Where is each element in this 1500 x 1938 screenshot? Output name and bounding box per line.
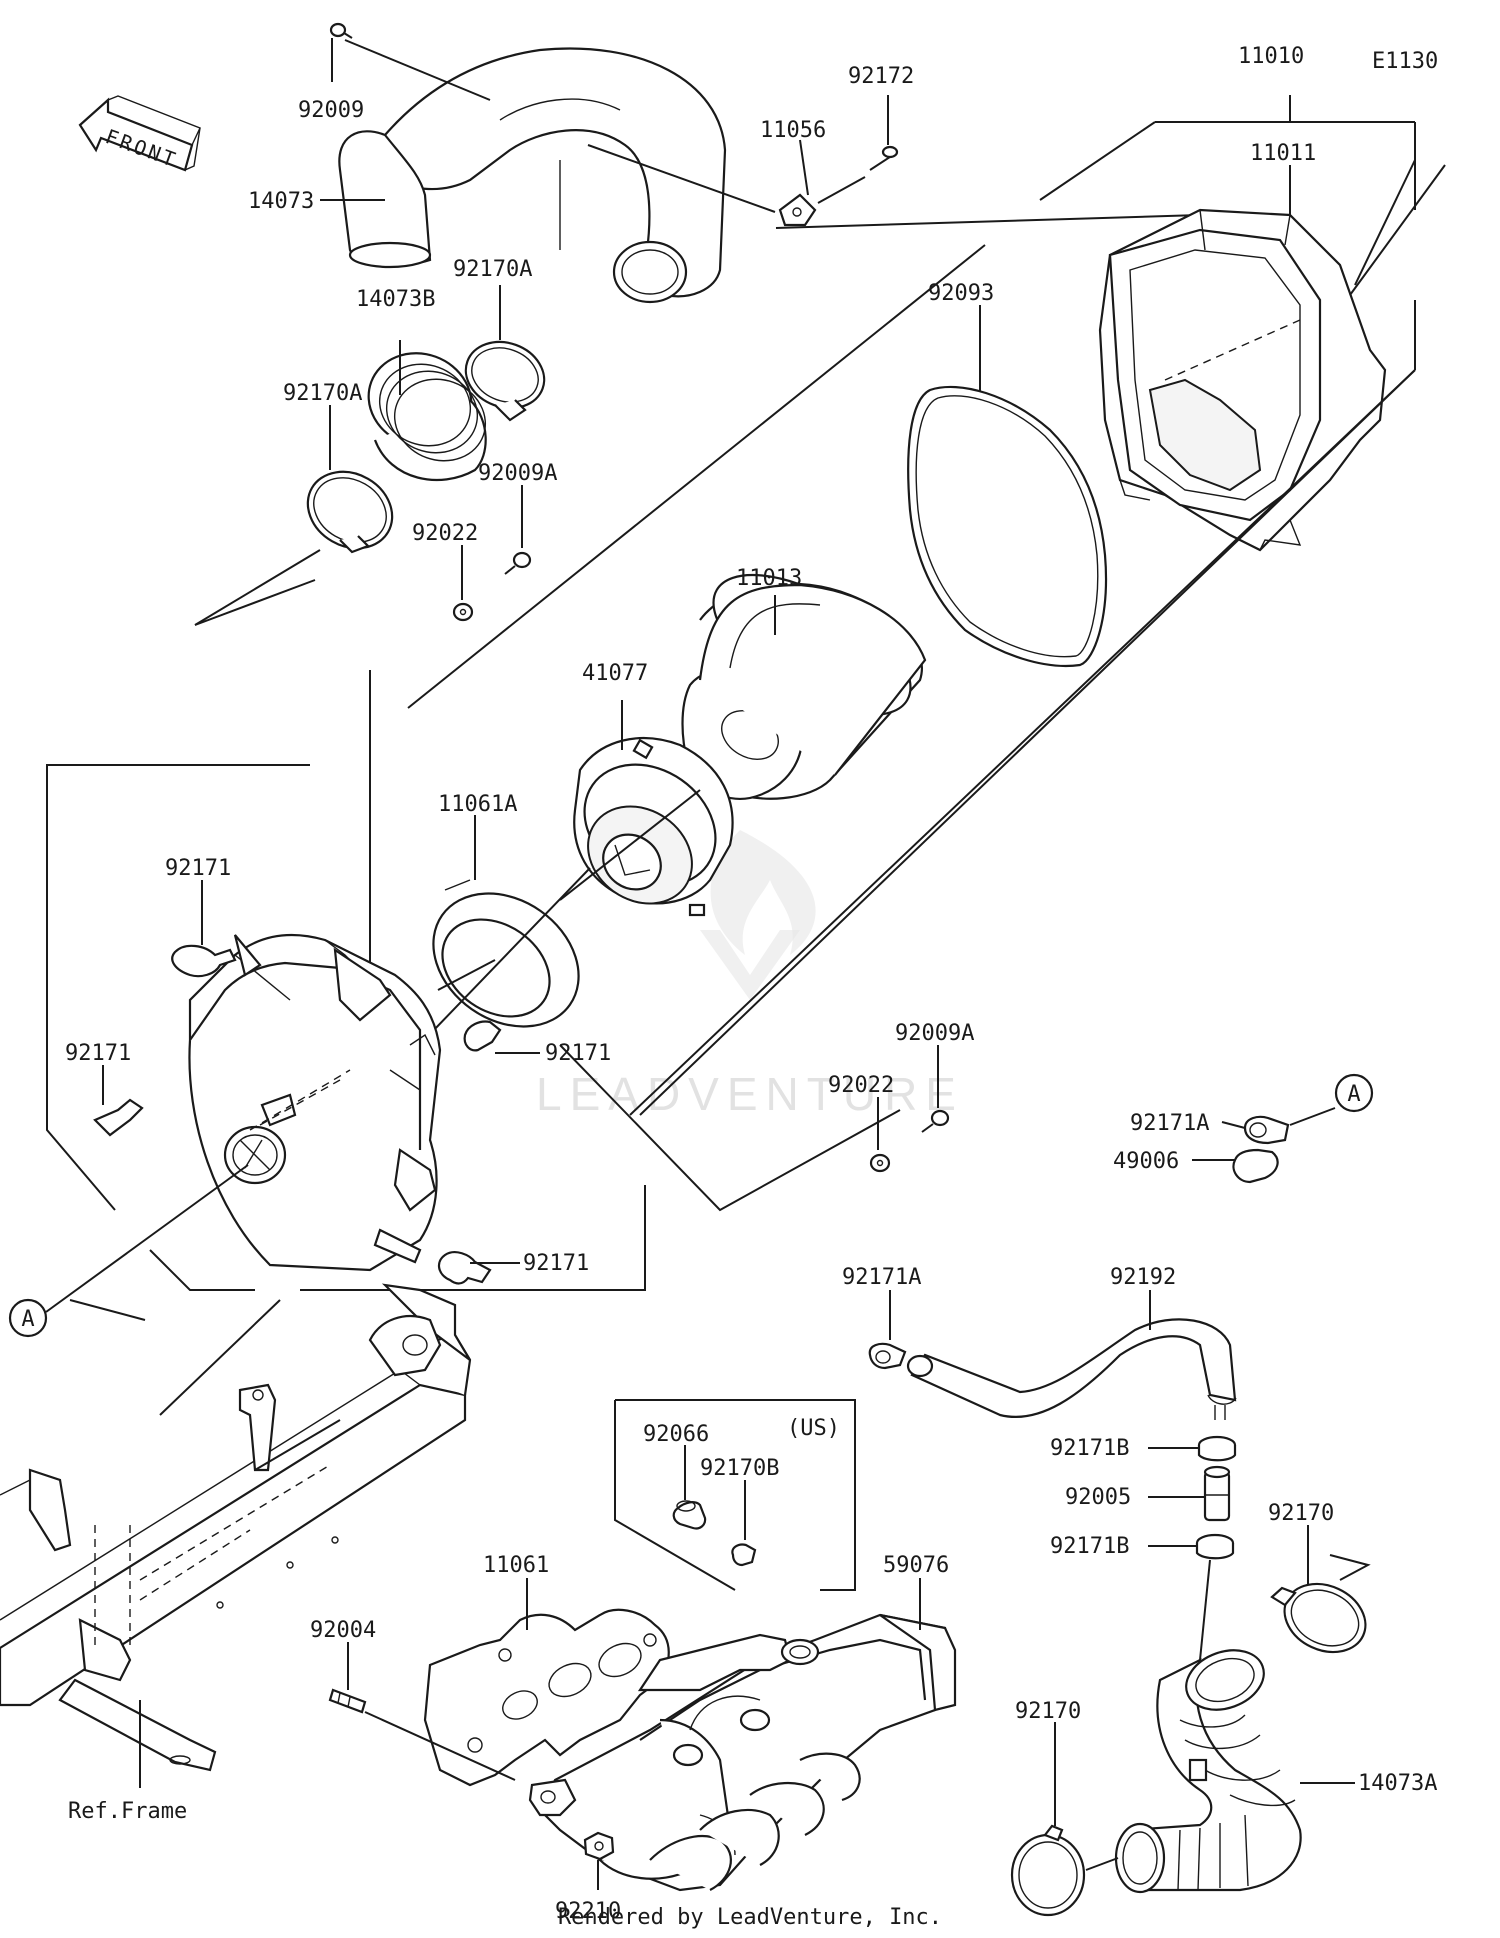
label-92171-upper: 92171 (165, 856, 231, 881)
plug-49006 (1232, 1148, 1279, 1184)
label-92022-lower: 92022 (828, 1073, 894, 1098)
label-92171A-lower: 92171A (842, 1265, 921, 1290)
label-14073A: 14073A (1358, 1771, 1437, 1796)
label-11010: 11010 (1238, 44, 1304, 69)
connector-14073B (367, 352, 487, 482)
label-92093: 92093 (928, 281, 994, 306)
label-92171-left: 92171 (65, 1041, 131, 1066)
air-box-housing-11011 (1098, 208, 1387, 552)
screw-92009A-lower (921, 1109, 950, 1133)
intake-duct-14073 (338, 47, 727, 304)
label-92210: 92210 (555, 1899, 621, 1924)
clamp-92170A-right (464, 340, 546, 422)
clip-92171B-lower (1195, 1533, 1235, 1560)
us-label: (US) (787, 1416, 840, 1441)
callout-a-right: A (1334, 1073, 1374, 1113)
label-14073B: 14073B (356, 287, 435, 312)
label-92172: 92172 (848, 64, 914, 89)
label-92066: 92066 (643, 1422, 709, 1447)
label-92171B-upper: 92171B (1050, 1436, 1129, 1461)
watermark: LEADVENTURE (536, 830, 964, 1120)
gasket-11061 (423, 1608, 670, 1787)
screw-92009 (329, 22, 353, 39)
label-11061: 11061 (483, 1553, 549, 1578)
label-92009A-upper: 92009A (478, 461, 557, 486)
label-41077: 41077 (582, 661, 648, 686)
label-11013: 11013 (736, 566, 802, 591)
filter-holder-41077 (573, 737, 734, 917)
label-92170B: 92170B (700, 1456, 779, 1481)
label-92170A-right: 92170A (453, 257, 532, 282)
ref-frame-label: Ref.Frame (68, 1799, 187, 1824)
screw-92009A-upper (504, 551, 532, 575)
label-14073: 14073 (248, 189, 314, 214)
label-92009A-lower: 92009A (895, 1021, 974, 1046)
clip-92171A-upper (1243, 1115, 1290, 1145)
clamp-92170B (731, 1543, 757, 1567)
clip-92171-lower (437, 1251, 492, 1285)
reference-frame (0, 1283, 472, 1772)
label-92171-middle: 92171 (545, 1041, 611, 1066)
clamp-92170-upper (1270, 1582, 1367, 1654)
watermark-text: LEADVENTURE (536, 1068, 964, 1120)
footer-credit: Rendered by LeadVenture, Inc. (557, 1905, 943, 1930)
label-92171A-upper: 92171A (1130, 1111, 1209, 1136)
seal-92093 (907, 385, 1108, 667)
air-box-cover (188, 933, 442, 1272)
intake-manifold-59076 (528, 1613, 957, 1892)
breather-hose-92192 (906, 1318, 1237, 1420)
clamp-92170-lower (1010, 1824, 1086, 1917)
label-11061A: 11061A (438, 792, 517, 817)
diagram-code: E1130 (1372, 49, 1438, 74)
stud-92004 (328, 1688, 367, 1714)
clip-92171B-upper (1197, 1435, 1237, 1462)
label-92171B-lower: 92171B (1050, 1534, 1129, 1559)
label-92192: 92192 (1110, 1265, 1176, 1290)
label-92005: 92005 (1065, 1485, 1131, 1510)
collar-92066 (672, 1500, 707, 1530)
callout-a-right-label: A (1347, 1082, 1360, 1107)
clamp-92170A-left (306, 470, 394, 554)
front-arrow-icon: FRONT (78, 95, 201, 172)
label-11011: 11011 (1250, 141, 1316, 166)
label-92170-upper: 92170 (1268, 1501, 1334, 1526)
nut-92210 (583, 1831, 615, 1861)
label-59076: 59076 (883, 1553, 949, 1578)
label-92171-lower: 92171 (523, 1251, 589, 1276)
intake-hose-14073A (1114, 1649, 1302, 1894)
callout-a-left: A (8, 1298, 48, 1338)
label-11056: 11056 (760, 118, 826, 143)
callout-a-left-label: A (21, 1307, 34, 1332)
clip-92171A-lower (868, 1342, 907, 1370)
label-92009-top: 92009 (298, 98, 364, 123)
clip-92171-middle (463, 1020, 502, 1052)
label-92004: 92004 (310, 1618, 376, 1643)
washer-92022-lower (869, 1153, 891, 1173)
clip-92171-left (93, 1098, 144, 1137)
clip-92171-upper (171, 944, 237, 978)
label-92022-upper: 92022 (412, 521, 478, 546)
filter-element-11013 (681, 573, 927, 800)
label-92170A-left: 92170A (283, 381, 362, 406)
label-49006: 49006 (1113, 1149, 1179, 1174)
joint-92005 (1203, 1465, 1231, 1522)
washer-92022-upper (452, 602, 474, 622)
screw-92172 (869, 145, 899, 171)
bracket-11056 (778, 193, 817, 227)
label-92170-lower: 92170 (1015, 1699, 1081, 1724)
